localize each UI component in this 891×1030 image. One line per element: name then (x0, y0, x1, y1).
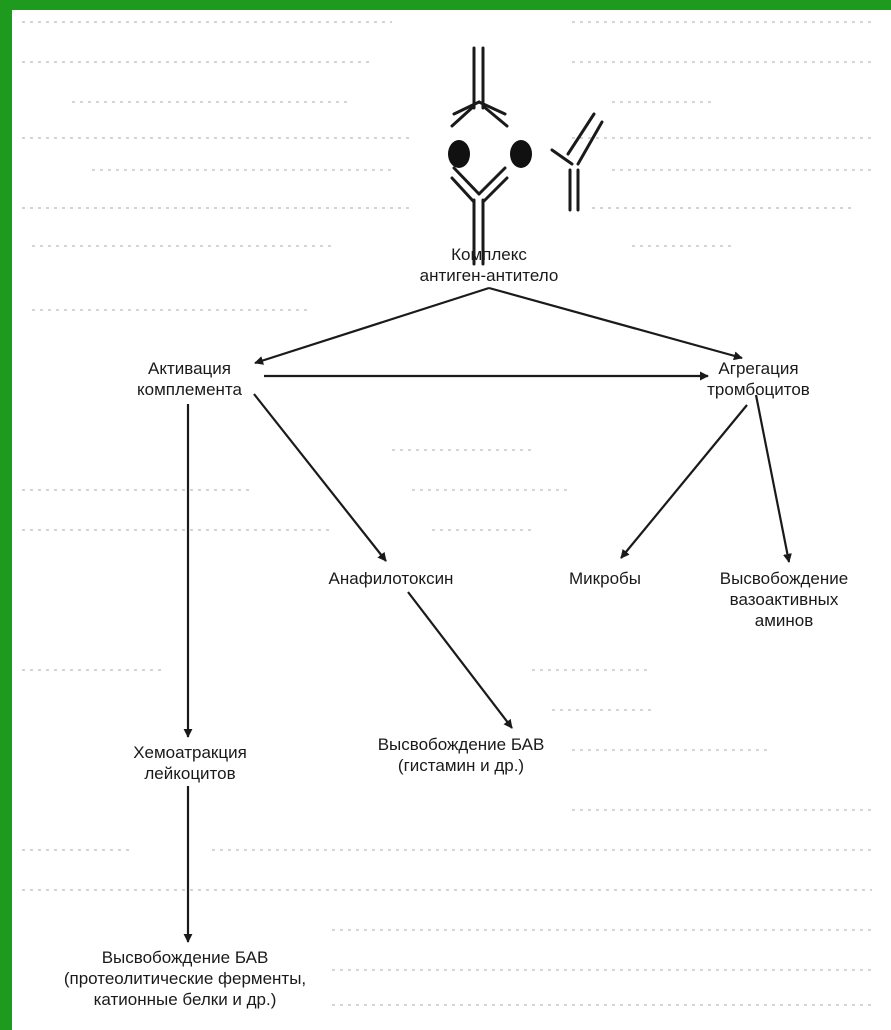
node-platelet-aggregation: Агрегация тромбоцитов (691, 358, 826, 400)
node-complement-activation: Активация комплемента (122, 358, 257, 400)
node-line: Высвобождение БАВ (377, 735, 545, 754)
diagram-canvas (183, 46, 792, 943)
antibody-complex-illustration (450, 46, 604, 266)
node-line: Анафилотоксин (328, 569, 454, 588)
node-line: Хемоатракция (133, 743, 247, 762)
node-line: катионные белки и др.) (93, 990, 277, 1009)
node-line: комплемента (137, 380, 242, 399)
node-line: тромбоцитов (707, 380, 810, 399)
arrow-anaphylatoxin-to-bav (407, 591, 513, 729)
diagram-page: Комплекс антиген-антитело Активация комп… (12, 10, 891, 1030)
background-bleed-noise (22, 21, 872, 1006)
arrow-complex-to-platelets (488, 286, 743, 361)
node-line: Агрегация (718, 359, 799, 378)
arrow-complex-to-complement (254, 286, 490, 365)
node-line: вазоактивных (729, 590, 839, 609)
antigen-particle-left (448, 140, 470, 168)
arrow-platelets-to-vasoactive (754, 394, 792, 563)
node-line: Высвобождение (719, 569, 849, 588)
node-line: Высвобождение БАВ (101, 948, 269, 967)
node-line: (гистамин и др.) (397, 756, 525, 775)
node-line: лейкоцитов (144, 764, 236, 783)
node-line: Комплекс (451, 245, 527, 264)
antigen-particle-right (510, 140, 532, 168)
node-leukocyte-chemoattraction: Хемоатракция лейкоцитов (120, 742, 260, 784)
node-bav-histamine: Высвобождение БАВ (гистамин и др.) (366, 734, 556, 776)
node-bav-proteolytic: Высвобождение БАВ (протеолитические ферм… (50, 947, 320, 1010)
arrow-complement-to-anaphylatoxin (253, 393, 387, 562)
node-line: аминов (754, 611, 814, 630)
node-anaphylatoxin: Анафилотоксин (316, 568, 466, 589)
node-line: (протеолитические ферменты, (63, 969, 307, 988)
arrow-platelets-to-microbes (620, 404, 748, 559)
node-line: Микробы (569, 569, 641, 588)
node-microbes: Микробы (555, 568, 655, 589)
node-line: антиген-антитело (419, 266, 559, 285)
node-vasoactive-amines: Высвобождение вазоактивных аминов (704, 568, 864, 631)
node-line: Активация (148, 359, 231, 378)
node-antigen-antibody-complex: Комплекс антиген-антитело (399, 244, 579, 286)
